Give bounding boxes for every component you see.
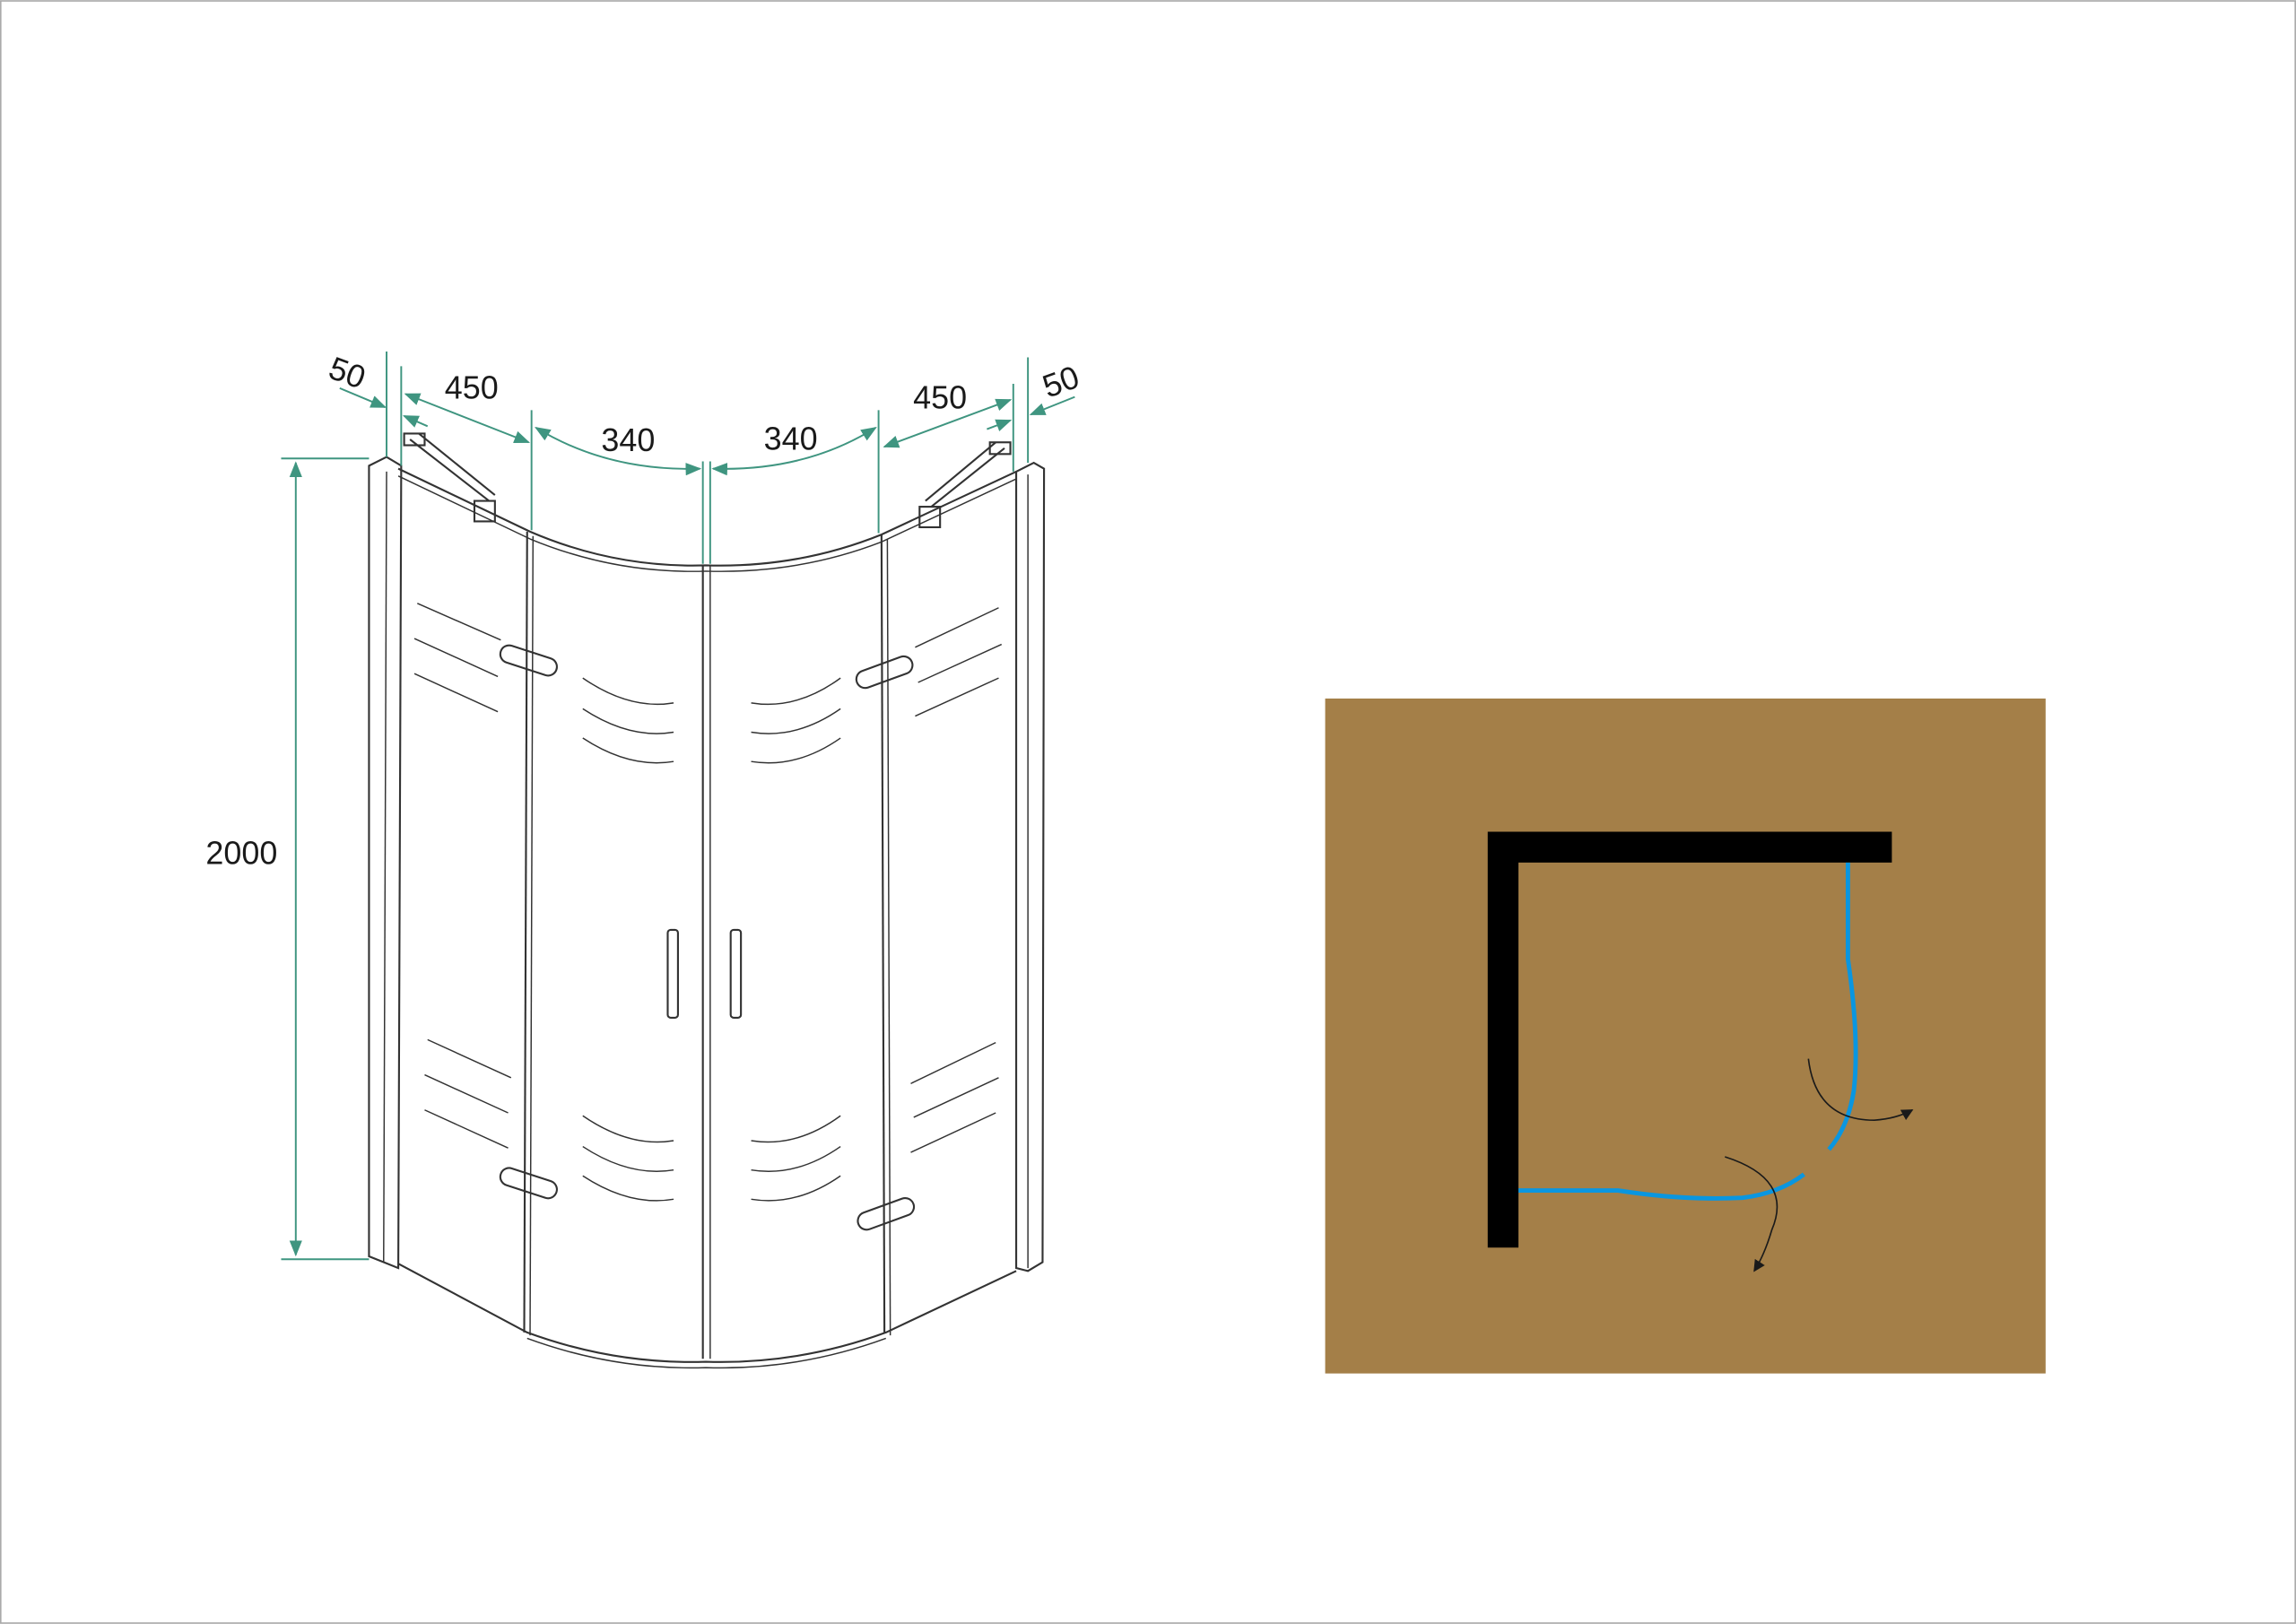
- door-swing-arrow-icon: [1725, 1156, 1779, 1272]
- left-wall-post: [368, 456, 403, 1270]
- support-bars: [403, 432, 1012, 529]
- glass-right-side: [1827, 862, 1858, 1151]
- height-dimension: 2000: [205, 457, 370, 1261]
- glass-front-side: [1518, 1172, 1805, 1201]
- bottom-frame: [397, 1263, 1017, 1363]
- door-seams: [523, 531, 891, 1359]
- shower-plan-view: [1325, 698, 2046, 1374]
- plan-background: [1325, 698, 2046, 1374]
- dim-left-door: 340: [601, 421, 655, 458]
- glass-decoration: [413, 603, 1003, 1202]
- hinges: [499, 644, 916, 1231]
- height-label: 2000: [205, 834, 277, 871]
- door-swing-arrow-icon: [1807, 1058, 1914, 1121]
- top-frame: [397, 467, 1017, 567]
- dim-left-post: 50: [325, 349, 371, 395]
- dim-left-panel: 450: [445, 369, 499, 405]
- width-dimensions: 50 450 340 340 450 50: [325, 349, 1084, 564]
- right-wall-post: [1015, 461, 1046, 1272]
- dim-right-panel: 450: [913, 379, 967, 416]
- dim-right-door: 340: [764, 420, 818, 456]
- dim-right-post: 50: [1038, 358, 1084, 404]
- door-handles: [666, 928, 743, 1019]
- shower-elevation-view: 2000 50 450 340 340 450 50: [205, 349, 1084, 1369]
